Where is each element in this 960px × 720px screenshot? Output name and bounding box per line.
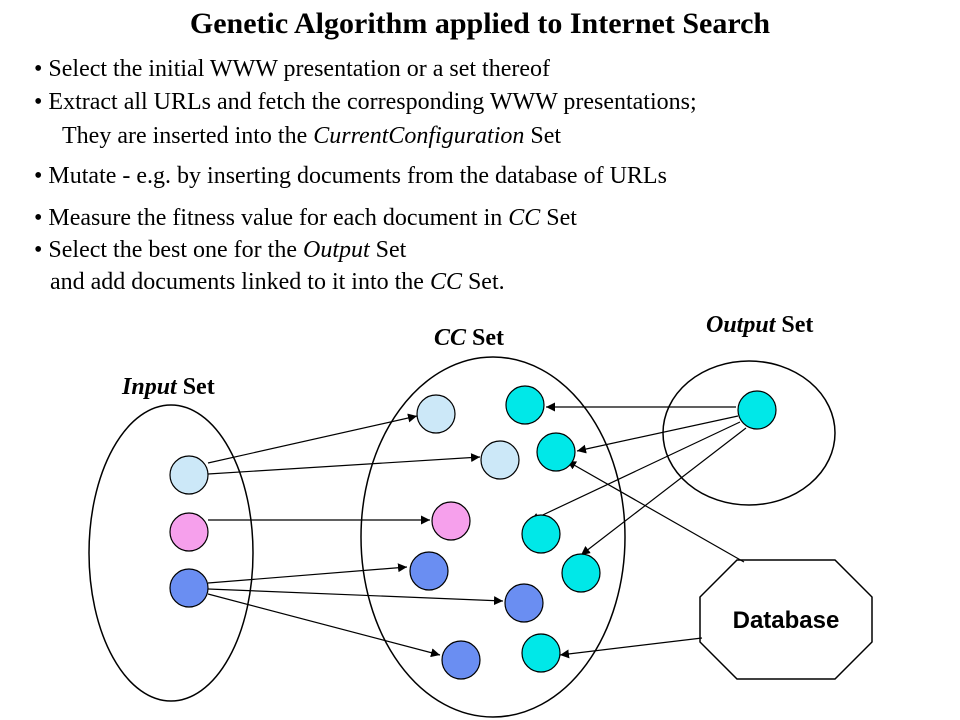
- bullet-select-initial: • Select the initial WWW presentation or…: [34, 56, 550, 82]
- output-set-label: Output Set: [706, 312, 814, 338]
- arrow-output-to-cc: [580, 427, 747, 556]
- arrow-input-to-cc: [207, 588, 504, 606]
- output-set-ellipse: [662, 360, 836, 506]
- cc-doc-cyan: [521, 633, 561, 673]
- arrows: [207, 402, 747, 659]
- cc-doc-cyan: [505, 385, 545, 425]
- output-doc-cyan: [737, 390, 777, 430]
- bullet-mutate: • Mutate - e.g. by inserting documents f…: [34, 163, 667, 189]
- cc-doc-blue: [409, 551, 449, 591]
- cc-doc-cyan: [561, 553, 601, 593]
- cc-doc-cyan: [521, 514, 561, 554]
- arrow-output-to-cc: [529, 421, 741, 522]
- cc-doc-light-blue: [416, 394, 456, 434]
- arrow-database-to-cc: [566, 460, 745, 563]
- database-label: Database: [733, 607, 840, 634]
- arrow-input-to-cc: [207, 413, 418, 464]
- input-set-ellipse: [88, 404, 254, 702]
- input-doc-light-blue: [169, 455, 209, 495]
- cc-doc-light-blue: [480, 440, 520, 480]
- arrow-database-to-cc: [559, 637, 703, 659]
- input-doc-blue: [169, 568, 209, 608]
- bullet-select-best: • Select the best one for the Output Set: [34, 237, 407, 263]
- bullet-measure-fitness: • Measure the fitness value for each doc…: [34, 205, 577, 231]
- nodes: [169, 385, 777, 680]
- cc-set-ellipse: [360, 356, 626, 718]
- cc-doc-blue: [504, 583, 544, 623]
- arrow-input-to-cc: [207, 563, 408, 584]
- arrow-output-to-cc: [576, 415, 739, 454]
- cc-doc-cyan: [536, 432, 576, 472]
- arrow-input-to-cc: [207, 593, 441, 658]
- arrow-input-to-cc: [207, 453, 481, 475]
- bullet-extract-urls-cont: They are inserted into the CurrentConfig…: [62, 123, 562, 149]
- cc-doc-blue: [441, 640, 481, 680]
- database-shape: [699, 559, 873, 680]
- input-doc-pink: [169, 512, 209, 552]
- bullet-extract-urls: • Extract all URLs and fetch the corresp…: [34, 89, 697, 115]
- bullet-select-best-cont: and add documents linked to it into the …: [50, 269, 505, 295]
- cc-set-label: CC Set: [434, 325, 505, 351]
- page-title: Genetic Algorithm applied to Internet Se…: [189, 7, 771, 40]
- input-set-label: Input Set: [122, 374, 215, 400]
- cc-doc-pink: [431, 501, 471, 541]
